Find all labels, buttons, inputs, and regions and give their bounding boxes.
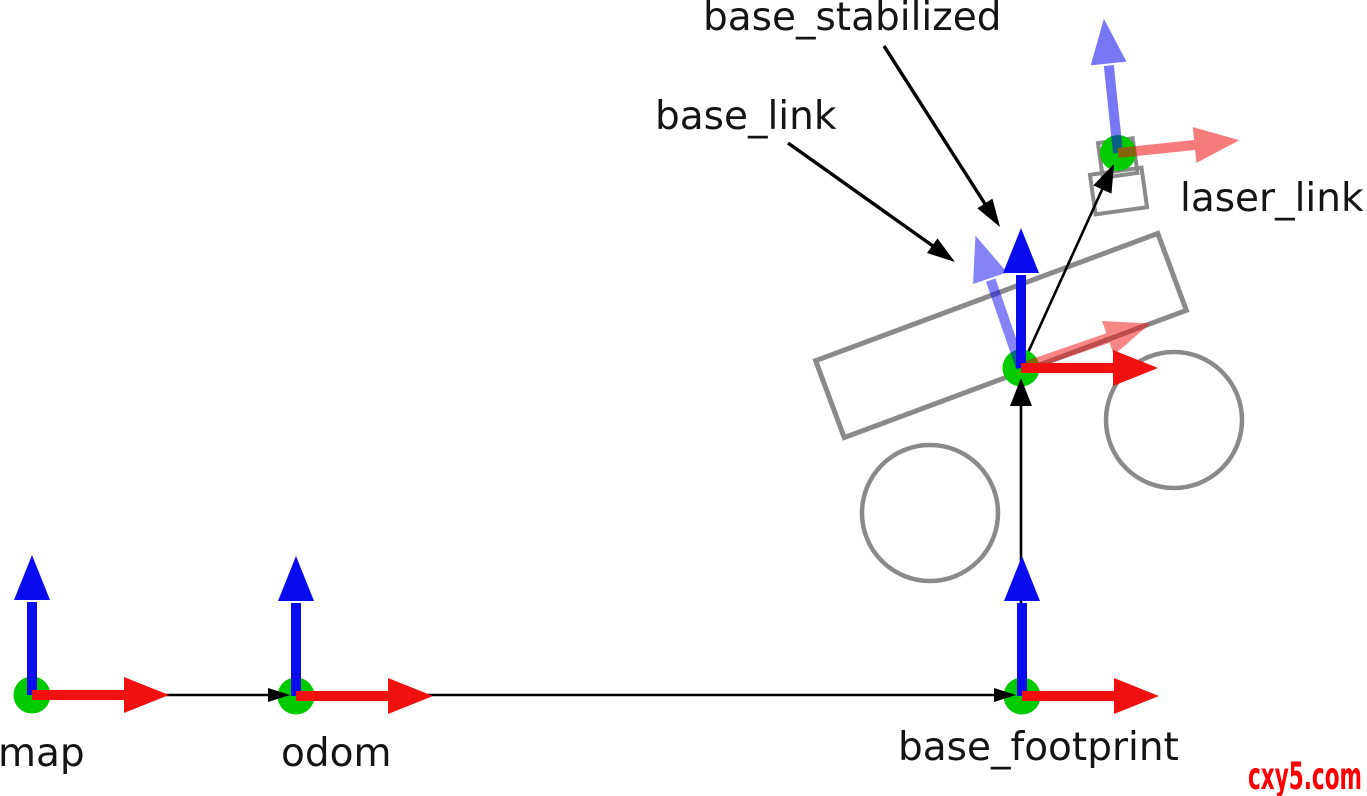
laserlink-frame-axes (1090, 18, 1240, 163)
baselink-x-axis-arrowhead (1102, 321, 1151, 356)
basestabilized-label-pointer (882, 45, 996, 219)
basefootprint-x-axis-arrowhead (1114, 678, 1159, 714)
left-wheel-outline (859, 442, 1001, 584)
laserlink-z-axis-arrow (1103, 64, 1123, 154)
tree-edge-basefootprint-basestabilized-arrowhead (1010, 378, 1032, 406)
basefootprint-frame-axes (1004, 556, 1159, 714)
map-frame-axes (14, 555, 169, 713)
basestabilized-frame-axes (1003, 228, 1158, 386)
tree-edge-odom-basefootprint-arrowhead (994, 688, 1016, 702)
basestabilized-x-axis-arrowhead (1113, 350, 1158, 386)
right-wheel-outline (1103, 349, 1245, 491)
laserlink-x-axis-arrowhead (1192, 127, 1240, 163)
basefootprint-z-axis-arrowhead (1004, 556, 1040, 601)
baselink-label-pointer-arrowhead (926, 238, 955, 262)
baselink-z-axis-arrow (985, 278, 1026, 370)
laserlink-label: laser_link (1180, 176, 1364, 221)
tree-edge-map-odom-arrowhead (268, 688, 290, 702)
tree-edge-baselink-laserlink (1019, 169, 1113, 369)
laserlink-z-axis-arrowhead (1090, 18, 1127, 66)
baselink-frame-axes (973, 235, 1151, 373)
basestabilized-z-axis-arrowhead (1003, 228, 1039, 273)
map-x-axis-arrowhead (124, 677, 169, 713)
laserlink-x-axis-arrow (1117, 139, 1197, 158)
basefootprint-label: base_footprint (898, 725, 1179, 770)
odom-x-axis-arrowhead (388, 678, 433, 714)
basestabilized-label: base_stabilized (703, 0, 1001, 40)
baselink-z-axis-arrowhead (973, 235, 1008, 285)
baselink-x-axis-arrow (1019, 332, 1111, 373)
laser-housing-base-outline (1087, 165, 1150, 217)
odom-label: odom (281, 731, 391, 776)
baselink-label: base_link (655, 94, 837, 139)
map-label: map (0, 731, 85, 776)
odom-z-axis-arrowhead (278, 556, 314, 601)
baselink-label-pointer (787, 141, 948, 258)
watermark-text: cxy5.com (1248, 755, 1362, 796)
basestabilized-label-pointer-arrowhead (977, 198, 1000, 227)
tree-edge-baselink-laserlink-arrowhead (1093, 164, 1114, 194)
odom-frame-axes (278, 556, 433, 714)
map-z-axis-arrowhead (14, 555, 50, 600)
